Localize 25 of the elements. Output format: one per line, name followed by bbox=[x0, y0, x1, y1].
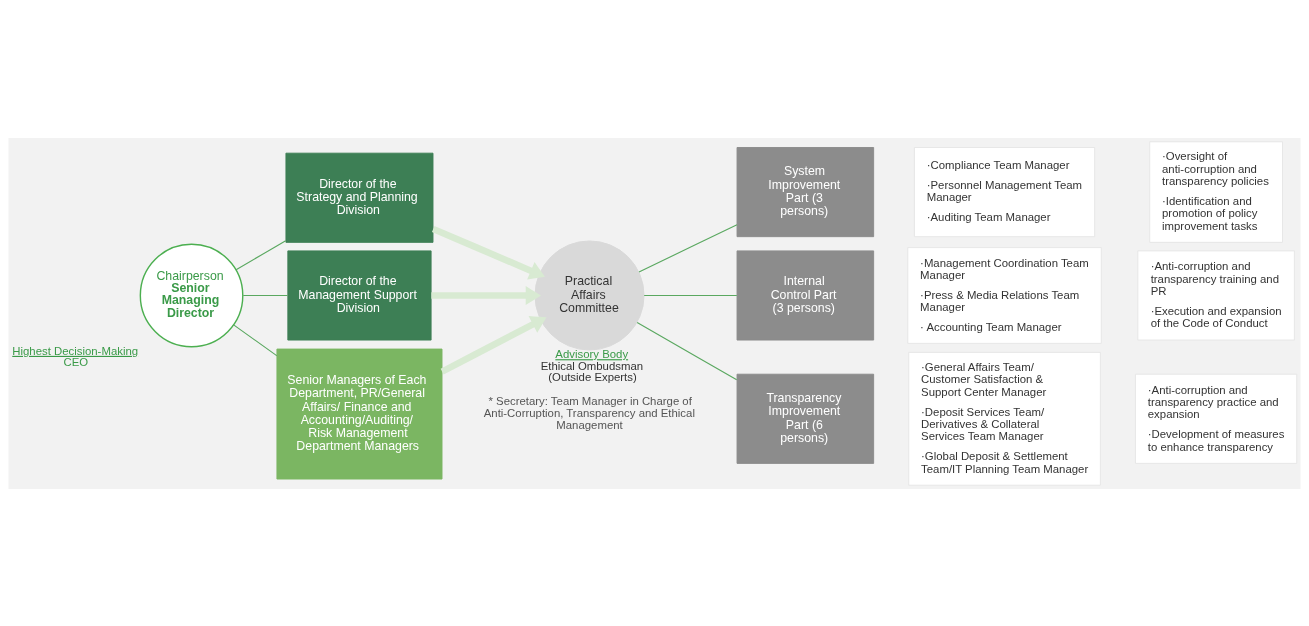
connector bbox=[636, 321, 738, 380]
node-box: Internal Control Part (3 persons) bbox=[736, 249, 875, 341]
node-label: CEO bbox=[63, 355, 89, 368]
connector bbox=[235, 239, 287, 270]
node-box: Director of the Management Support Division bbox=[287, 249, 432, 341]
label: * Secretary: Team Manager in Charge of Anti-Corruption, Transparency and Ethical Management bbox=[483, 394, 695, 431]
arrow bbox=[440, 315, 547, 375]
node-box: Senior Managers of Each Department, PR/General Affairs/ Finance and Accounting/Auditing/ Risk Management Department Managers bbox=[276, 348, 443, 479]
node-box: ·Anti-corruption and transparency practice and expansion ·Development of measures to enhance transparency bbox=[1135, 373, 1298, 464]
connector bbox=[242, 294, 289, 296]
node-box: System Improvement Part (3 persons) bbox=[736, 146, 875, 237]
node-box: ·Compliance Team Manager ·Personnel Management Team Manager ·Auditing Team Manager bbox=[913, 146, 1096, 237]
connector bbox=[638, 223, 738, 273]
node-label: Highest Decision-Making bbox=[12, 344, 139, 357]
node-box: Transparency Improvement Part (6 persons) bbox=[736, 373, 875, 464]
node-box: ·Oversight of anti-corruption and transparency policies ·Identification and promotion of policy improvement tasks bbox=[1149, 140, 1283, 243]
arrow bbox=[431, 225, 545, 279]
arrow bbox=[431, 285, 542, 305]
node-box: Director of the Strategy and Planning Division bbox=[285, 152, 434, 243]
connector bbox=[233, 324, 278, 356]
node-label: Ethical Ombudsman (Outside Experts) bbox=[540, 359, 644, 383]
node-label: Advisory Body bbox=[555, 347, 629, 360]
connector bbox=[643, 294, 738, 296]
node-circle: Practical Affairs Committee bbox=[534, 239, 645, 350]
node-circle: Chairperson Senior Managing Director bbox=[139, 243, 244, 347]
